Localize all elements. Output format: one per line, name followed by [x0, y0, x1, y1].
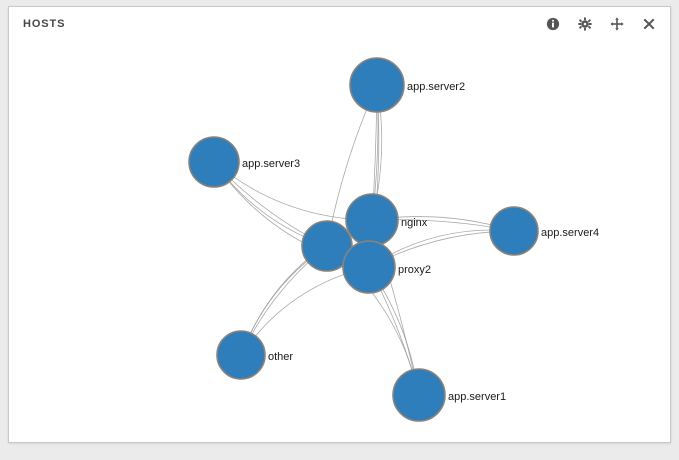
graph-node[interactable]: app.server4 [489, 206, 599, 256]
gear-icon[interactable] [577, 17, 592, 32]
graph-node[interactable]: nginx [345, 193, 428, 247]
node-label: other [268, 351, 293, 363]
network-graph[interactable]: app.server2 app.server3 nginx proxy2 app.ser… [9, 41, 670, 442]
graph-canvas[interactable]: app.server2 app.server3 nginx proxy2 app.ser… [9, 41, 670, 442]
panel-header: HOSTS [9, 7, 670, 41]
node-label: proxy2 [398, 264, 431, 276]
info-icon[interactable] [545, 17, 560, 32]
node-circle-nginx[interactable] [345, 193, 399, 247]
header-actions [545, 17, 656, 32]
node-circle-other[interactable] [216, 330, 266, 380]
node-circle-app.server1[interactable] [392, 368, 446, 422]
node-label: app.server2 [407, 81, 465, 93]
graph-node[interactable] [301, 220, 353, 272]
graph-node[interactable]: app.server2 [349, 57, 465, 113]
graph-node[interactable]: app.server1 [392, 368, 506, 422]
node-label: app.server4 [541, 227, 599, 239]
node-label: nginx [401, 217, 428, 229]
graph-node[interactable]: other [216, 330, 293, 380]
node-circle-app.server2[interactable] [349, 57, 405, 113]
graph-node[interactable]: proxy2 [342, 240, 431, 294]
node-circle-center[interactable] [301, 220, 353, 272]
node-circle-app.server3[interactable] [188, 136, 240, 188]
node-circle-app.server4[interactable] [489, 206, 539, 256]
node-label: app.server3 [242, 158, 300, 170]
hosts-panel: HOSTS [8, 6, 671, 443]
node-circle-proxy2[interactable] [342, 240, 396, 294]
node-label: app.server1 [448, 391, 506, 403]
page-title: HOSTS [23, 18, 66, 30]
graph-node[interactable]: app.server3 [188, 136, 300, 188]
move-icon[interactable] [609, 17, 624, 32]
close-icon[interactable] [641, 17, 656, 32]
nodes-layer: app.server2 app.server3 nginx proxy2 app.ser… [188, 57, 599, 422]
